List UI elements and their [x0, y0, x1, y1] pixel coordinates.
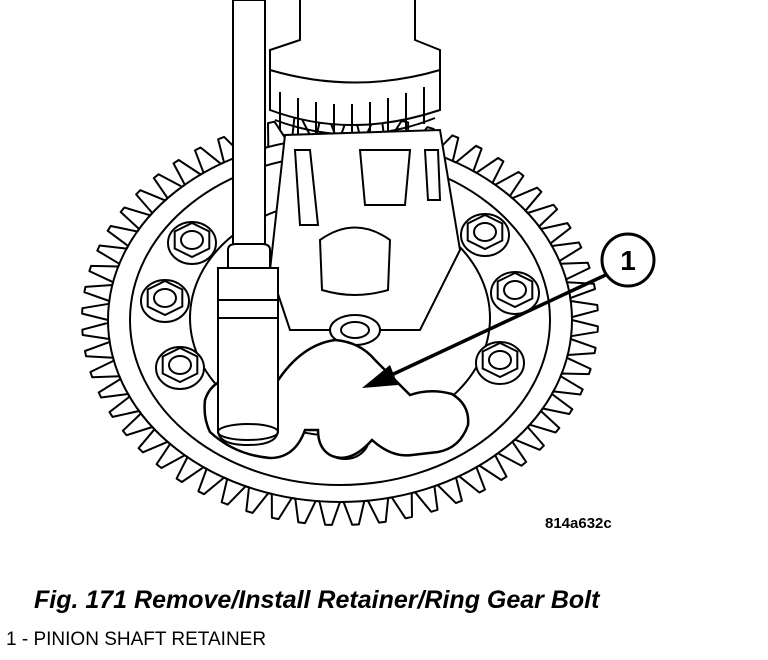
bolt-head: [460, 213, 510, 257]
bolt-head: [167, 221, 217, 265]
legend-number: 1: [6, 629, 17, 650]
differential-case: [268, 128, 462, 346]
bolt-head: [490, 271, 540, 315]
legend: 1 - PINION SHAFT RETAINER: [6, 629, 266, 651]
callout-number: 1: [620, 245, 636, 276]
legend-separator: -: [16, 629, 34, 650]
bolt-head: [140, 279, 190, 323]
bolt-head: [155, 346, 205, 390]
figure-caption: Fig. 171 Remove/Install Retainer/Ring Ge…: [34, 586, 600, 614]
image-code: 814a632c: [545, 515, 612, 532]
technical-illustration: 1 814a632c: [81, 0, 656, 532]
socket-wrench: [217, 0, 279, 447]
callout-1: 1: [600, 232, 656, 288]
bolt-head: [475, 341, 525, 385]
callout-leader-1: [362, 270, 613, 388]
legend-label: PINION SHAFT RETAINER: [33, 629, 267, 650]
side-bearing: [269, 0, 441, 142]
